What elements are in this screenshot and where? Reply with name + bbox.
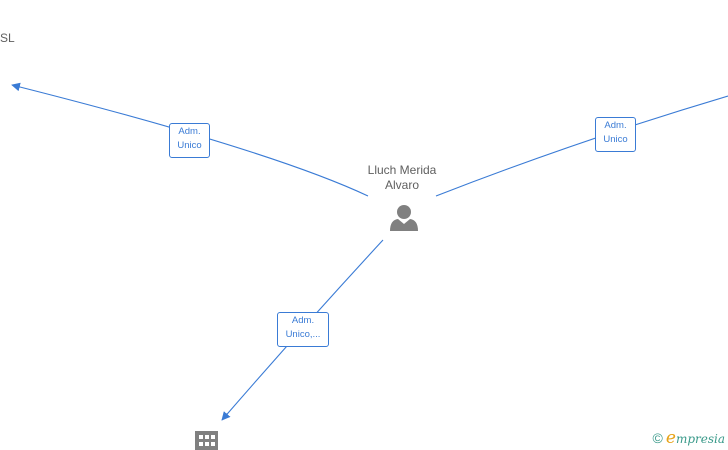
center-node-name-line1: Lluch Merida <box>367 163 437 177</box>
edge-label-left[interactable]: Adm. Unico <box>169 123 210 158</box>
empresia-logo-text: mpresia <box>675 432 725 446</box>
center-node-label[interactable]: Lluch Merida Alvaro <box>352 163 452 193</box>
edge-label-left-line2: Unico <box>177 140 202 151</box>
center-node-name-line2: Alvaro <box>384 178 419 192</box>
edge-label-right-line2: Unico <box>603 134 628 145</box>
person-icon[interactable] <box>390 205 418 231</box>
edge-label-left-line1: Adm. <box>178 126 201 137</box>
edge-label-right[interactable]: Adm. Unico <box>595 117 636 152</box>
company-node-label[interactable]: SL <box>0 31 15 45</box>
empresia-logo-initial: e <box>665 428 676 448</box>
empresia-watermark: ©empresia <box>653 428 725 448</box>
building-icon[interactable] <box>195 431 218 450</box>
edge-label-bottom[interactable]: Adm. Unico,... <box>277 312 329 347</box>
edge-label-right-line1: Adm. <box>604 120 627 131</box>
copyright-symbol: © <box>652 430 663 446</box>
edge-label-bottom-line1: Adm. <box>291 315 315 326</box>
edge-line-left <box>11 82 369 197</box>
edge-label-bottom-line2: Unico,... <box>285 329 321 340</box>
edge-line-right <box>435 95 728 197</box>
